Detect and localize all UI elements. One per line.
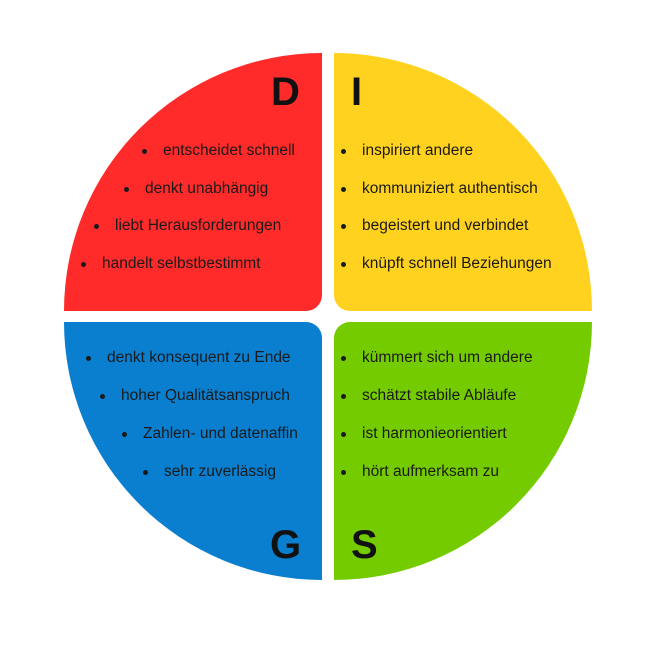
quadrant-s-letter: S [351, 523, 378, 567]
quadrant-g-item: Zahlen- und datenaffin [122, 425, 298, 442]
quadrant-g-item: hoher Qualitätsanspruch [100, 387, 290, 404]
quadrant-d-letter: D [271, 70, 300, 114]
quadrant-d-item: entscheidet schnell [142, 142, 295, 159]
quadrant-s-item: hört aufmerksam zu [341, 463, 499, 480]
quadrant-s-item: ist harmonieorientiert [341, 425, 507, 442]
quadrant-i-item: kommuniziert authentisch [341, 180, 538, 197]
quadrant-i-letter: I [351, 70, 363, 114]
quadrant-g-item: sehr zuverlässig [143, 463, 276, 480]
quadrant-g-item: denkt konsequent zu Ende [86, 349, 291, 366]
quadrant-i-item: knüpft schnell Beziehungen [341, 255, 552, 272]
quadrant-s-item: schätzt stabile Abläufe [340, 387, 517, 404]
quadrant-s-item: kümmert sich um andere [341, 349, 533, 366]
quadrant-i-item: inspiriert andere [340, 142, 474, 159]
quadrant-d-item: handelt selbstbestimmt [81, 255, 261, 272]
quadrant-d-item: denkt unabhängig [123, 180, 269, 197]
quadrant-d-item: liebt Herausforderungen [93, 217, 282, 234]
quadrant-g-letter: G [270, 523, 302, 567]
quadrant-i-item: begeistert und verbindet [340, 217, 529, 234]
